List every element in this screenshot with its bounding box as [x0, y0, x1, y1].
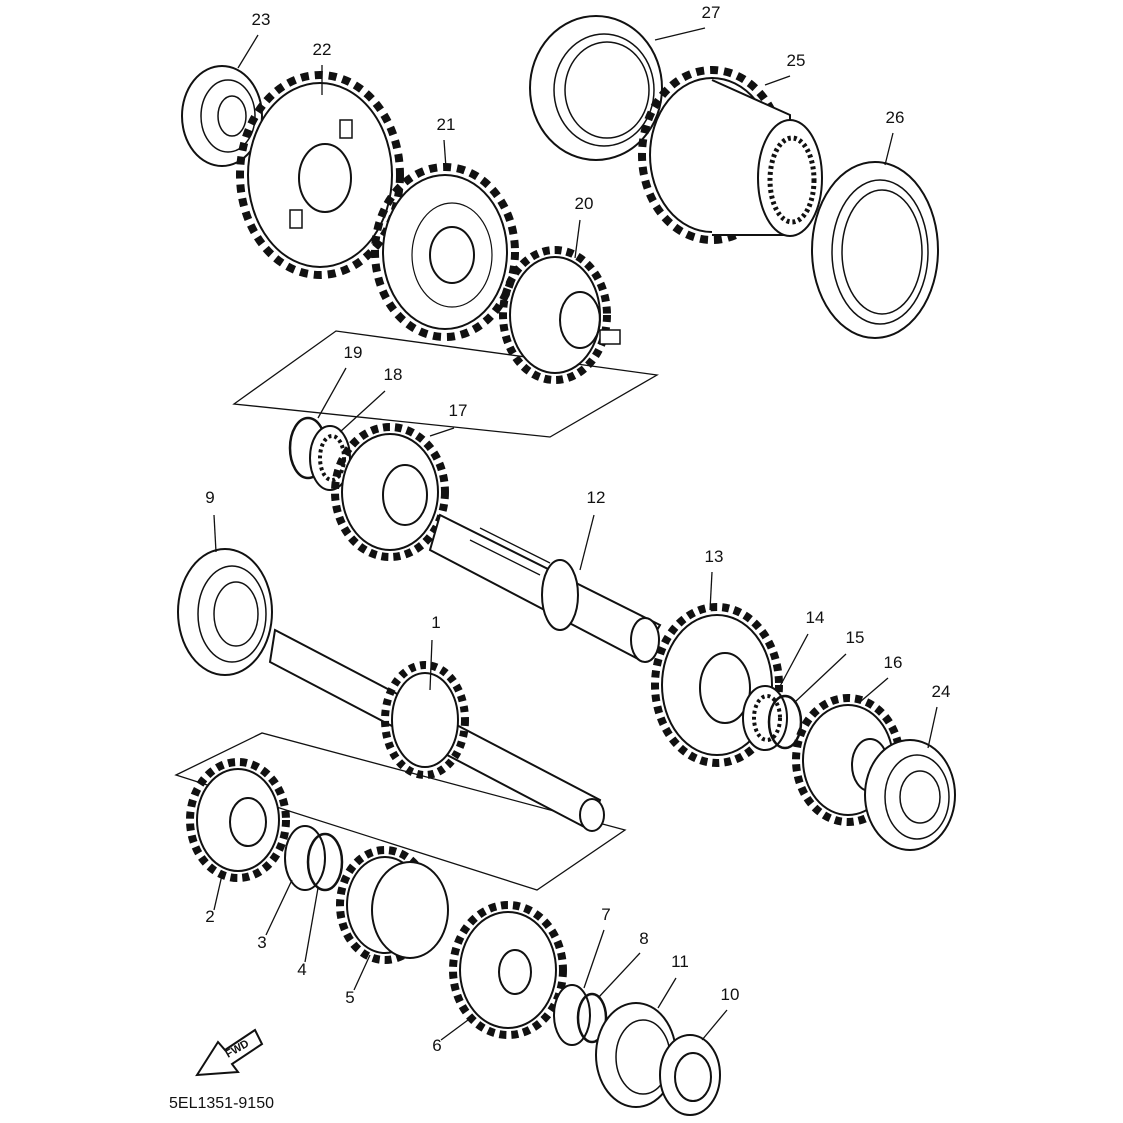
part-label-12: 12 [587, 488, 606, 507]
leader-line-17 [429, 427, 455, 437]
bearing-24 [864, 739, 956, 851]
part-label-2: 2 [205, 907, 214, 926]
gear-6 [449, 901, 567, 1039]
leader-line-13 [709, 571, 713, 611]
part-label-18: 18 [384, 365, 403, 384]
leader-line-26 [884, 132, 894, 166]
kit-box-upper [232, 330, 659, 438]
leader-line-11 [657, 977, 677, 1009]
leader-line-12 [579, 514, 595, 571]
part-label-9: 9 [205, 488, 214, 507]
part-label-15: 15 [846, 628, 865, 647]
leader-line-21 [443, 139, 447, 169]
part-label-21: 21 [437, 115, 456, 134]
leader-line-8 [597, 952, 641, 999]
leader-line-3 [265, 879, 293, 936]
main-shaft-1 [268, 628, 605, 832]
leader-line-9 [213, 514, 217, 553]
gear-21 [371, 163, 519, 341]
part-label-7: 7 [601, 905, 610, 924]
part-label-26: 26 [886, 108, 905, 127]
part-label-27: 27 [702, 3, 721, 22]
gear-25 [638, 66, 823, 244]
part-code: 5EL1351-9150 [169, 1095, 274, 1112]
leader-line-7 [583, 929, 605, 989]
gear-17 [331, 423, 449, 561]
part-label-13: 13 [705, 547, 724, 566]
oil-seal-10 [659, 1034, 721, 1116]
gear-20 [499, 246, 621, 384]
part-label-24: 24 [932, 682, 951, 701]
gear-2 [186, 758, 290, 882]
leader-line-19 [317, 367, 347, 419]
part-label-8: 8 [639, 929, 648, 948]
gear-5 [336, 846, 449, 964]
leader-line-6 [440, 1019, 469, 1041]
circlip-15 [767, 694, 803, 750]
washer-14 [742, 685, 788, 751]
bearing-23 [181, 65, 263, 167]
leader-line-15 [794, 653, 847, 703]
circlip-8 [576, 992, 608, 1044]
callout-labels: 1234567891011121314151617181920212223242… [205, 3, 950, 1055]
leader-line-2 [213, 874, 223, 911]
part-label-6: 6 [432, 1036, 441, 1055]
washer-3 [284, 825, 326, 891]
leader-line-4 [304, 887, 319, 963]
leader-line-5 [353, 954, 371, 991]
leader-line-14 [777, 633, 809, 691]
shaft-12 [428, 513, 662, 663]
part-label-10: 10 [721, 985, 740, 1004]
part-label-20: 20 [575, 194, 594, 213]
kit-box-lower [174, 732, 627, 891]
leader-line-1 [429, 639, 433, 691]
washer-7 [553, 984, 591, 1046]
part-label-19: 19 [344, 343, 363, 362]
part-label-14: 14 [806, 608, 825, 627]
part-label-11: 11 [671, 952, 689, 971]
gear-22 [236, 71, 404, 279]
part-label-25: 25 [787, 51, 806, 70]
part-label-17: 17 [449, 401, 468, 420]
leader-line-20 [574, 219, 581, 259]
part-label-1: 1 [431, 613, 440, 632]
leader-line-18 [339, 390, 386, 433]
bearing-26 [811, 161, 939, 339]
leader-line-25 [764, 75, 791, 86]
part-label-3: 3 [257, 933, 266, 952]
bearing-27 [529, 15, 663, 161]
leader-line-27 [654, 27, 706, 41]
part-label-23: 23 [252, 10, 271, 29]
part-label-4: 4 [297, 960, 306, 979]
leader-line-10 [701, 1009, 728, 1041]
leader-line-16 [859, 677, 889, 703]
leader-line-23 [237, 34, 259, 69]
part-label-5: 5 [345, 988, 354, 1007]
leader-line-24 [927, 706, 938, 749]
part-label-16: 16 [884, 653, 903, 672]
part-label-22: 22 [313, 40, 332, 59]
bearing-9 [177, 548, 273, 676]
circlip-4 [306, 832, 344, 892]
fwd-arrow-icon: FWD [195, 1028, 264, 1077]
